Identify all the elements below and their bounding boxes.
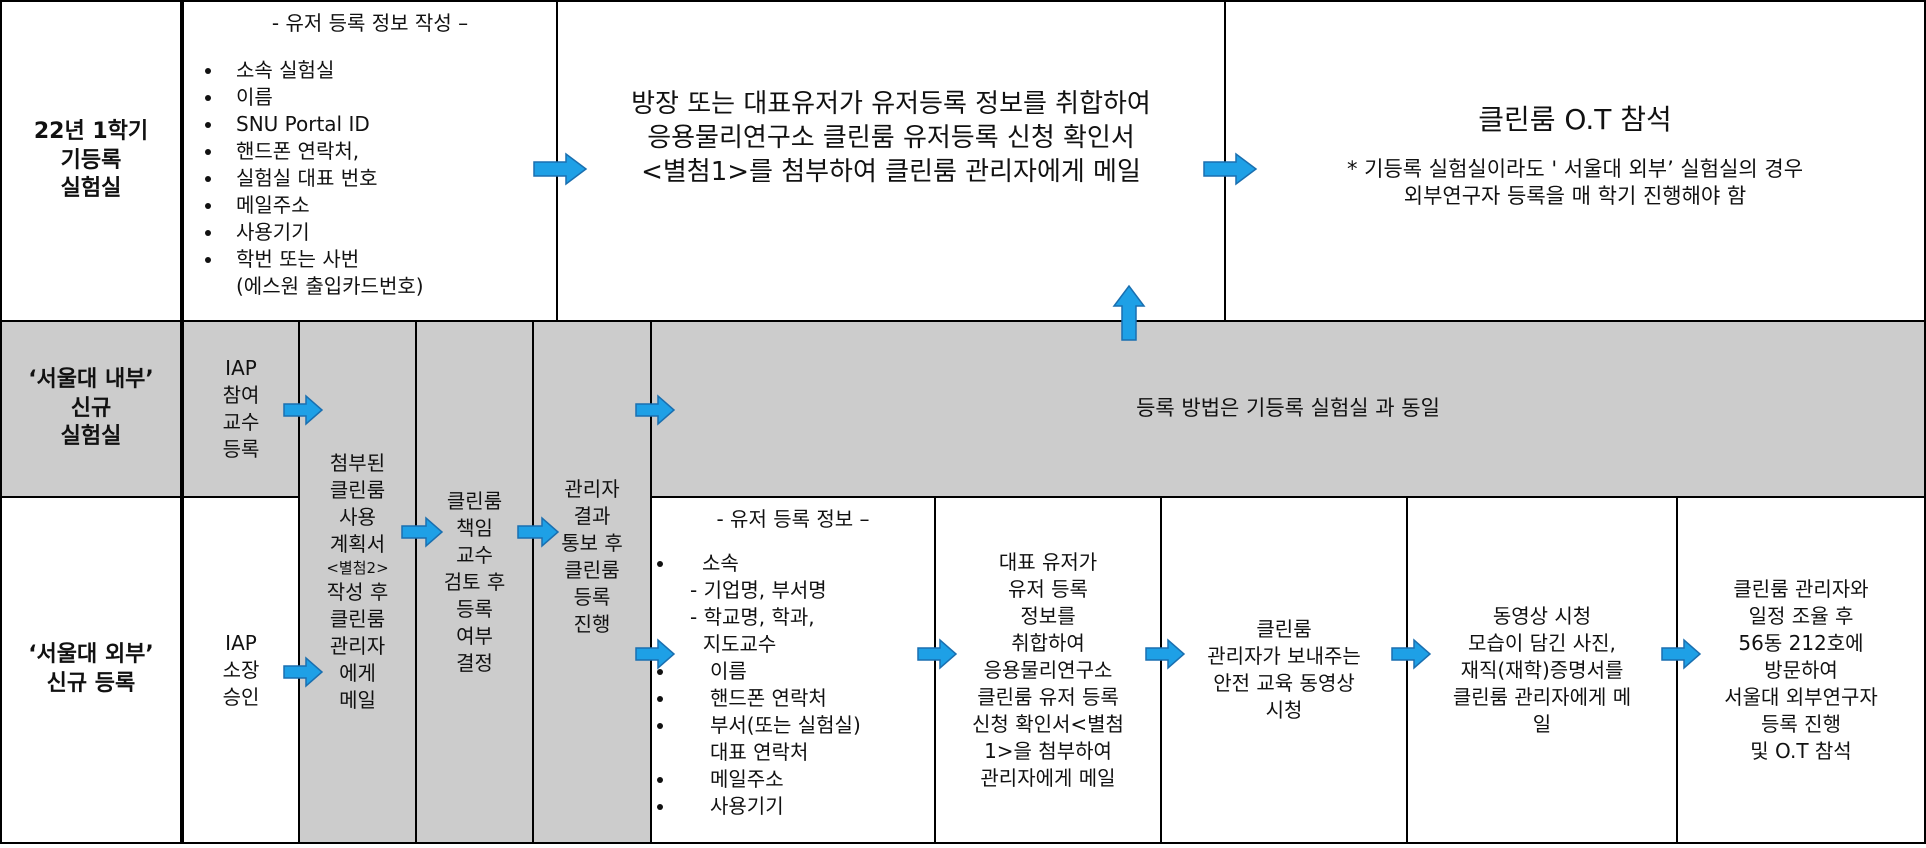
list-item: 이름 (676, 658, 934, 685)
arrow-right-icon (517, 516, 560, 548)
list-item: 핸드폰 연락처 (676, 685, 934, 712)
arrow-right-icon (283, 394, 324, 426)
list-item: 핸드폰 연락처, (224, 138, 556, 165)
list-item: SNU Portal ID (224, 111, 556, 138)
existing-ot-box: 클린룸 O.T 참석 * 기등록 실험실이라도 ' 서울대 외부’ 실험실의 경… (1224, 0, 1926, 322)
ot-title: 클린룸 O.T 참석 (1478, 103, 1672, 136)
existing-info-list: 소속 실험실 이름 SNU Portal ID 핸드폰 연락처, 실험실 대표 … (184, 57, 556, 273)
visit-ot-box: 클린룸 관리자와 일정 조율 후 56동 212호에 방문하여 서울대 외부연구… (1676, 496, 1926, 844)
external-info-list-2: 이름 핸드폰 연락처 부서(또는 실험실) 대표 연락처 메일주소 사용기기 (652, 658, 934, 820)
external-submit-box: 대표 유저가 유저 등록 정보를 취합하여 응용물리연구소 클린룸 유저 등록 … (934, 496, 1162, 844)
arrow-right-icon (635, 638, 676, 670)
professor-review-box: 클린룸 책임 교수 검토 후 등록 여부 결정 (415, 320, 534, 844)
external-info-header: - 유저 등록 정보 – (716, 507, 870, 531)
arrow-right-icon (1145, 638, 1186, 670)
external-sub-items: - 기업명, 부서명 - 학교명, 학과, 지도교수 (652, 577, 934, 658)
photo-certificate-box: 동영상 시청 모습이 담긴 사진, 재직(재학)증명서를 클린룸 관리자에게 메… (1406, 496, 1678, 844)
arrow-right-icon (283, 656, 324, 688)
list-item: 소속 실험실 (224, 57, 556, 84)
admin-notify-box: 관리자 결과 통보 후 클린룸 등록 진행 (532, 320, 652, 844)
arrow-right-icon (1203, 152, 1258, 186)
list-item: 메일주소 (224, 192, 556, 219)
ot-note: * 기등록 실험실이라도 ' 서울대 외부’ 실험실의 경우 외부연구자 등록을… (1346, 157, 1804, 209)
list-item: - 기업명, 부서명 (690, 578, 827, 602)
existing-submit-box: 방장 또는 대표유저가 유저등록 정보를 취합하여 응용물리연구소 클린룸 유저… (556, 0, 1226, 322)
arrow-right-icon (1391, 638, 1432, 670)
list-item: 소속 (676, 550, 934, 577)
external-info-list: 소속 (652, 550, 934, 577)
list-item: 사용기기 (676, 793, 934, 820)
arrow-up-icon (1112, 284, 1146, 341)
iap-director-approval: IAP 소장 승인 (182, 496, 300, 844)
arrow-right-icon (917, 638, 958, 670)
safety-video-box: 클린룸 관리자가 보내주는 안전 교육 동영상 시청 (1160, 496, 1408, 844)
same-method-note: 등록 방법은 기등록 실험실 과 동일 (650, 320, 1926, 498)
existing-user-info-box: - 유저 등록 정보 작성 – 소속 실험실 이름 SNU Portal ID … (182, 0, 558, 322)
plan-attachment-label: <별첨2> (326, 559, 389, 578)
row-label-internal-lab: ‘서울대 내부’ 신규 실험실 (0, 320, 182, 498)
row-label-external-registration: ‘서울대 외부’ 신규 등록 (0, 496, 182, 844)
list-item: 사용기기 (224, 219, 556, 246)
list-item: 학번 또는 사번 (224, 246, 556, 273)
row-label-existing-lab: 22년 1학기 기등록 실험실 (0, 0, 182, 322)
list-item: - 학교명, 학과, (690, 605, 815, 629)
list-item: 실험실 대표 번호 (224, 165, 556, 192)
arrow-right-icon (1661, 638, 1702, 670)
arrow-right-icon (635, 394, 676, 426)
list-item: 부서(또는 실험실) 대표 연락처 (676, 712, 934, 766)
arrow-right-icon (401, 516, 444, 548)
plan-before-text: 첨부된 클린룸 사용 계획서 (329, 451, 386, 557)
list-item: 이름 (224, 84, 556, 111)
iap-professor-registration: IAP 참여 교수 등록 (182, 320, 300, 498)
external-user-info-box: - 유저 등록 정보 – 소속 - 기업명, 부서명 - 학교명, 학과, 지도… (650, 496, 936, 844)
list-item: 메일주소 (676, 766, 934, 793)
existing-info-tail: (에스원 출입카드번호) (236, 274, 424, 298)
arrow-right-icon (533, 152, 588, 186)
existing-info-header: - 유저 등록 정보 작성 – (271, 11, 469, 35)
plan-after-text: 작성 후 클린룸 관리자 에게 메일 (326, 579, 389, 712)
list-item: 지도교수 (690, 632, 777, 656)
